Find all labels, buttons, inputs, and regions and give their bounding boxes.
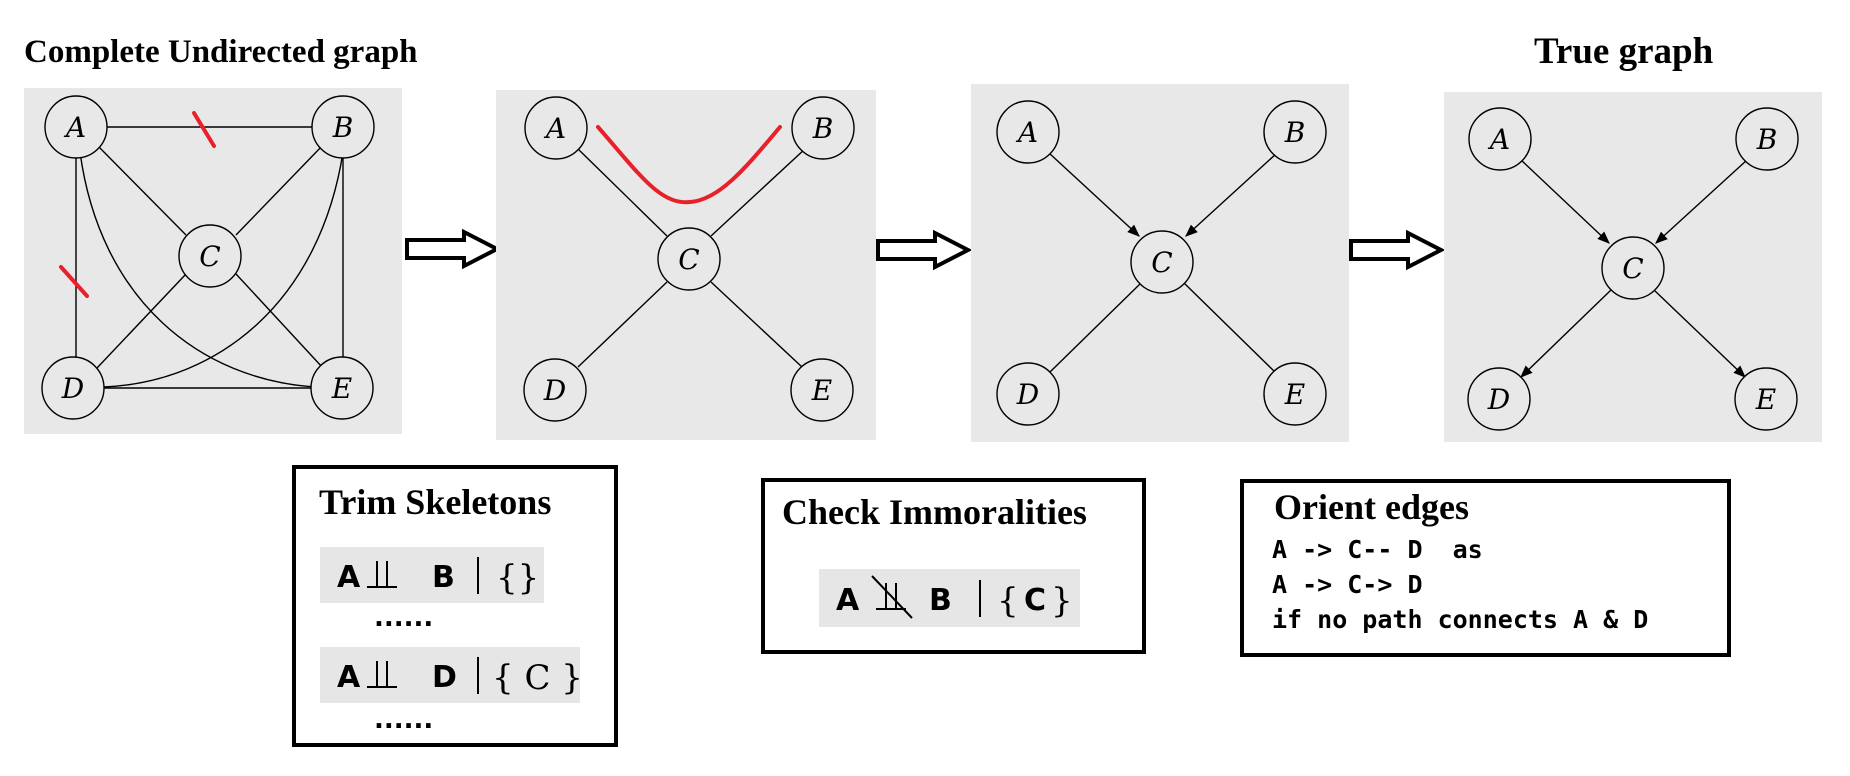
node-d xyxy=(523,358,587,422)
flow-arrow-3 xyxy=(1349,229,1446,271)
edges-complete xyxy=(75,126,344,389)
node-b-label: B xyxy=(812,112,834,145)
node-b xyxy=(1735,107,1799,171)
node-c-label: C xyxy=(678,243,699,276)
ci-row-2-left: A xyxy=(337,660,361,695)
node-a-label: A xyxy=(63,111,86,144)
ci-right: B xyxy=(929,583,952,618)
node-d-label: D xyxy=(61,372,84,405)
node-e xyxy=(1734,367,1798,431)
node-e-label: E xyxy=(1284,378,1305,411)
independence-symbol xyxy=(367,661,397,688)
trim-skeletons-title: Trim Skeletons xyxy=(319,482,551,522)
ellipsis-2: ...... xyxy=(374,705,433,735)
panel-complete-graph: A B C D E xyxy=(24,88,402,434)
ci-brace-open: { xyxy=(997,581,1019,621)
flow-arrow-2 xyxy=(876,229,973,271)
edges-true-graph xyxy=(1520,159,1748,378)
edges-immorality xyxy=(1048,152,1278,373)
ci-row-1-left: A xyxy=(337,560,361,595)
panel-true-graph: A B C D E xyxy=(1444,92,1822,442)
trim-skeletons-box: Trim Skeletons A B {} ...... A D { C } .… xyxy=(292,465,618,747)
panel-skeleton: A B C D E xyxy=(496,90,876,440)
node-a-label: A xyxy=(1015,116,1038,149)
ci-row-1-cond: {} xyxy=(496,558,539,598)
ci-row-2-right: D xyxy=(432,660,457,695)
v-structure-mark xyxy=(596,125,782,205)
node-a-label: A xyxy=(1487,123,1510,156)
orient-line-1: A -> C-- D as xyxy=(1272,535,1483,564)
orient-line-2: A -> C-> D xyxy=(1272,570,1423,599)
ellipsis-1: ...... xyxy=(374,603,433,633)
node-a xyxy=(44,95,108,159)
node-e-label: E xyxy=(811,374,832,407)
node-e-label: E xyxy=(1755,383,1776,416)
node-c xyxy=(1130,230,1194,294)
ci-brace-close: } xyxy=(1051,581,1073,621)
node-d-label: D xyxy=(543,374,566,407)
node-c xyxy=(657,227,721,291)
node-c-label: C xyxy=(199,240,220,273)
orient-line-3: if no path connects A & D xyxy=(1272,605,1648,634)
ci-left: A xyxy=(836,583,860,618)
node-c xyxy=(1601,236,1665,300)
node-e-label: E xyxy=(331,372,352,405)
cut-mark-ab xyxy=(192,111,216,148)
ci-row-2-cond: { C } xyxy=(492,658,583,698)
check-immoralities-title: Check Immoralities xyxy=(782,492,1087,532)
node-a xyxy=(1468,107,1532,171)
not-independent-symbol xyxy=(871,575,913,619)
node-c xyxy=(178,224,242,288)
node-d xyxy=(996,362,1060,426)
flow-arrow-1 xyxy=(405,228,502,270)
ci-row-1-right: B xyxy=(432,560,455,595)
node-a-label: A xyxy=(543,112,566,145)
node-e xyxy=(310,356,374,420)
node-a xyxy=(524,96,588,160)
complete-graph-title: Complete Undirected graph xyxy=(24,34,418,70)
node-b xyxy=(791,96,855,160)
check-immoralities-box: Check Immoralities A B { C } xyxy=(761,478,1146,654)
independence-symbol xyxy=(367,561,397,588)
node-a xyxy=(996,100,1060,164)
node-b xyxy=(1263,100,1327,164)
node-b-label: B xyxy=(332,111,354,144)
node-d-label: D xyxy=(1016,378,1039,411)
node-b-label: B xyxy=(1756,123,1778,156)
node-e xyxy=(790,358,854,422)
node-d xyxy=(1467,367,1531,431)
cut-mark-ad xyxy=(59,265,89,298)
orient-edges-title: Orient edges xyxy=(1274,487,1469,527)
ci-cond: C xyxy=(1024,583,1046,618)
node-c-label: C xyxy=(1622,252,1643,285)
edges-skeleton xyxy=(576,147,807,368)
node-b xyxy=(311,95,375,159)
nodes-complete: A B C D E xyxy=(41,95,375,420)
node-c-label: C xyxy=(1151,246,1172,279)
orient-edges-box: Orient edges A -> C-- D as A -> C-> D if… xyxy=(1240,479,1731,657)
true-graph-title: True graph xyxy=(1534,31,1714,72)
panel-immorality: A B C D E xyxy=(971,84,1349,442)
node-e xyxy=(1263,362,1327,426)
node-b-label: B xyxy=(1284,116,1306,149)
node-d-label: D xyxy=(1487,383,1510,416)
node-d xyxy=(41,356,105,420)
